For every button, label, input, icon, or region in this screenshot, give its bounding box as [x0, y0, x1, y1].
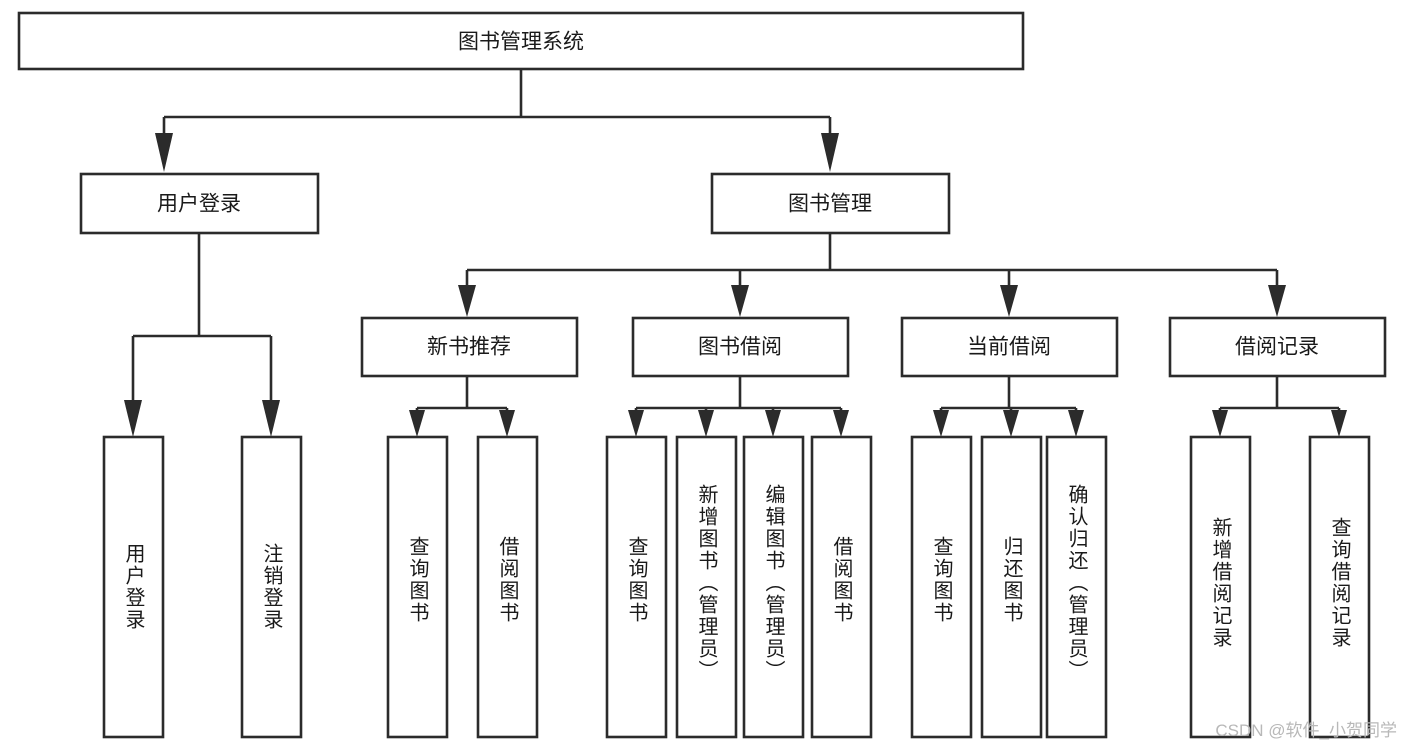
leaf-node[interactable]: 确认归还（管理员）: [1045, 435, 1108, 739]
leaf-node[interactable]: 归还图书: [980, 435, 1043, 739]
arrow-head-icon: [1003, 410, 1019, 437]
leaf-node[interactable]: 编辑图书（管理员）: [742, 435, 805, 739]
connector-group-current: [933, 376, 1084, 437]
arrow-head-icon: [1268, 285, 1286, 317]
leaf-node[interactable]: 借阅图书: [476, 435, 539, 739]
arrow-head-icon: [933, 410, 949, 437]
leaf-node[interactable]: 注销登录: [240, 435, 303, 739]
arrow-head-icon: [765, 410, 781, 437]
node-borrow-records-label: 借阅记录: [1235, 336, 1319, 359]
node-current-borrow-label: 当前借阅: [967, 336, 1051, 359]
leaf-box[interactable]: [102, 435, 165, 739]
leaf-node[interactable]: 查询图书: [910, 435, 973, 739]
arrow-head-icon: [262, 400, 280, 437]
node-current-borrow-box[interactable]: [900, 316, 1119, 378]
leaf-label: 编辑图书（管理员）: [762, 484, 785, 682]
leaf-box[interactable]: [476, 435, 539, 739]
node-user-login[interactable]: 用户登录: [79, 172, 320, 235]
leaf-node[interactable]: 新增借阅记录: [1189, 435, 1252, 739]
arrow-head-icon: [1068, 410, 1084, 437]
leaf-label: 用户登录: [122, 543, 145, 631]
node-new-book-recommend-box[interactable]: [360, 316, 579, 378]
node-user-login-box[interactable]: [79, 172, 320, 235]
leaf-label: 新增借阅记录: [1209, 517, 1232, 649]
node-book-borrow-box[interactable]: [631, 316, 850, 378]
arrow-head-icon: [1212, 410, 1228, 437]
connector-group-records: [1212, 376, 1347, 437]
arrow-head-icon: [409, 410, 425, 437]
node-borrow-records-box[interactable]: [1168, 316, 1387, 378]
arrow-head-icon: [698, 410, 714, 437]
node-new-book-recommend-label: 新书推荐: [427, 336, 511, 359]
node-current-borrow[interactable]: 当前借阅: [900, 316, 1119, 378]
leaf-box[interactable]: [910, 435, 973, 739]
leaf-label: 注销登录: [260, 543, 283, 631]
node-book-management-label: 图书管理: [788, 193, 872, 216]
connector-group-borrow: [628, 376, 849, 437]
arrow-head-icon: [628, 410, 644, 437]
arrow-head-icon: [499, 410, 515, 437]
leaf-box[interactable]: [980, 435, 1043, 739]
leaf-box[interactable]: [810, 435, 873, 739]
arrow-head-icon: [124, 400, 142, 437]
leaf-box[interactable]: [1308, 435, 1371, 739]
node-book-management-box[interactable]: [710, 172, 951, 235]
node-new-book-recommend[interactable]: 新书推荐: [360, 316, 579, 378]
arrow-head-icon: [833, 410, 849, 437]
watermark: CSDN @软件_小贺同学: [1215, 721, 1397, 740]
leaf-label: 查询借阅记录: [1328, 517, 1351, 649]
arrow-head-icon: [821, 133, 839, 172]
leaf-box[interactable]: [675, 435, 738, 739]
leaf-box[interactable]: [1189, 435, 1252, 739]
leaf-label: 归还图书: [1000, 536, 1023, 624]
leaf-node[interactable]: 查询图书: [386, 435, 449, 739]
arrow-head-icon: [731, 285, 749, 317]
node-borrow-records[interactable]: 借阅记录: [1168, 316, 1387, 378]
connector-group-login: [124, 233, 280, 437]
node-book-borrow[interactable]: 图书借阅: [631, 316, 850, 378]
leaf-label: 查询图书: [625, 536, 648, 624]
leaf-label: 确认归还（管理员）: [1065, 484, 1088, 682]
leaf-box[interactable]: [605, 435, 668, 739]
leaf-box[interactable]: [742, 435, 805, 739]
leaf-label: 借阅图书: [496, 536, 519, 624]
leaf-label: 查询图书: [930, 536, 953, 624]
leaf-node[interactable]: 借阅图书: [810, 435, 873, 739]
connector-group-bookmgmt: [458, 233, 1286, 317]
node-book-management[interactable]: 图书管理: [710, 172, 951, 235]
arrow-head-icon: [1331, 410, 1347, 437]
leaf-node[interactable]: 用户登录: [102, 435, 165, 739]
leaf-label: 借阅图书: [830, 536, 853, 624]
node-user-login-label: 用户登录: [157, 193, 241, 216]
arrow-head-icon: [458, 285, 476, 317]
node-book-borrow-label: 图书借阅: [698, 336, 782, 359]
node-root[interactable]: 图书管理系统: [17, 11, 1025, 71]
node-root-box[interactable]: [17, 11, 1025, 71]
leaf-node[interactable]: 新增图书（管理员）: [675, 435, 738, 739]
leaf-node[interactable]: 查询图书: [605, 435, 668, 739]
leaf-box[interactable]: [1045, 435, 1108, 739]
leaf-node[interactable]: 查询借阅记录: [1308, 435, 1371, 739]
connector-group-newbook: [409, 376, 515, 437]
arrow-head-icon: [155, 133, 173, 172]
leaf-box[interactable]: [240, 435, 303, 739]
leaf-label: 新增图书（管理员）: [695, 484, 718, 682]
leaf-box[interactable]: [386, 435, 449, 739]
node-root-label: 图书管理系统: [458, 31, 584, 54]
connector-group-root: [155, 69, 839, 172]
arrow-head-icon: [1000, 285, 1018, 317]
leaf-label: 查询图书: [406, 536, 429, 624]
